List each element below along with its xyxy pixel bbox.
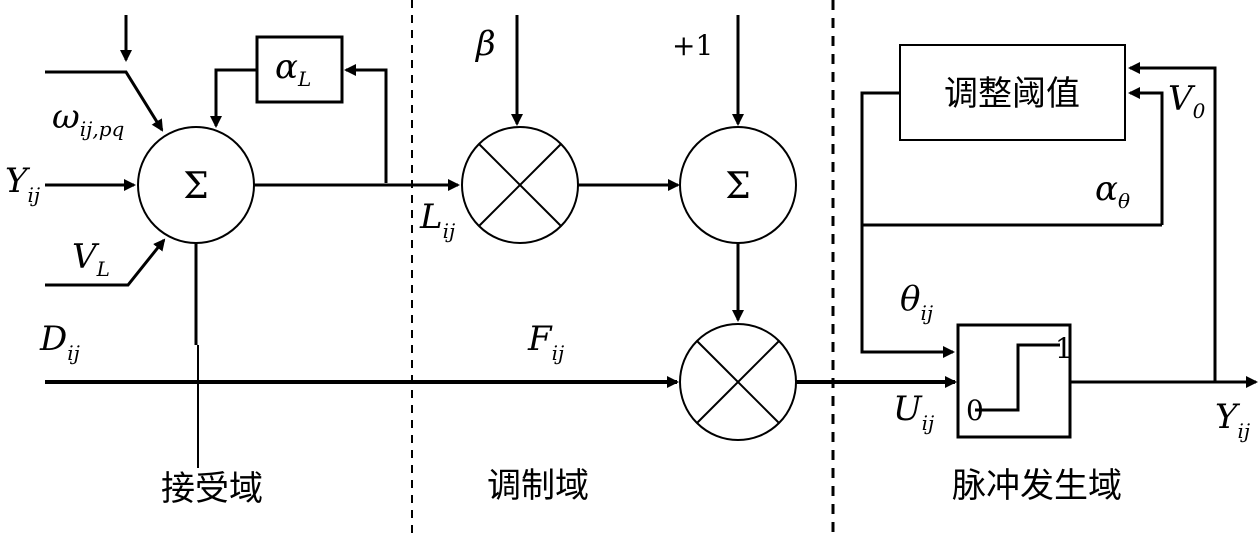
multiply-f-cross-b — [696, 340, 780, 424]
domain-modulation-label: 调制域 — [487, 466, 589, 506]
y-output-label: Yij — [1215, 397, 1250, 443]
adjust-threshold-label: 调整阈值 — [944, 74, 1080, 114]
f-label: Fij — [527, 319, 564, 365]
y-input-label: Yij — [5, 161, 40, 207]
domain-receive-label: 接受域 — [161, 469, 263, 509]
sum-symbol-2: Σ — [725, 166, 750, 207]
sum-symbol-1: Σ — [183, 166, 208, 207]
theta-label: θij — [900, 279, 933, 325]
alpha-to-sum — [210, 68, 257, 128]
step-curve — [975, 343, 1060, 412]
l-label: Lij — [419, 197, 455, 243]
v0-label: V0 — [1168, 79, 1206, 123]
threshold-output-line — [860, 91, 955, 358]
pulse-one-label: 1 — [1055, 332, 1073, 365]
vl-label: VL — [72, 237, 110, 281]
beta-label: β — [474, 24, 496, 64]
omega-label: ωij,pq — [52, 97, 124, 141]
feedback-to-alpha — [344, 64, 388, 183]
alpha-theta-feedback — [1128, 87, 1164, 225]
omega-link — [45, 70, 164, 132]
vl-input-arrow — [45, 238, 166, 287]
pulse-zero-label: 0 — [966, 394, 984, 427]
plus-one-label: +1 — [672, 29, 713, 62]
alpha-theta-label: αθ — [1095, 169, 1130, 213]
alpha-l-label: αL — [275, 47, 311, 91]
u-label: Uij — [893, 389, 934, 435]
d-label: Dij — [39, 319, 80, 365]
multiply-cross-b — [478, 143, 562, 227]
adjust-threshold-box — [899, 44, 1126, 141]
domain-pulse-label: 脉冲发生域 — [952, 466, 1122, 506]
y-feedback-top — [1128, 62, 1217, 382]
